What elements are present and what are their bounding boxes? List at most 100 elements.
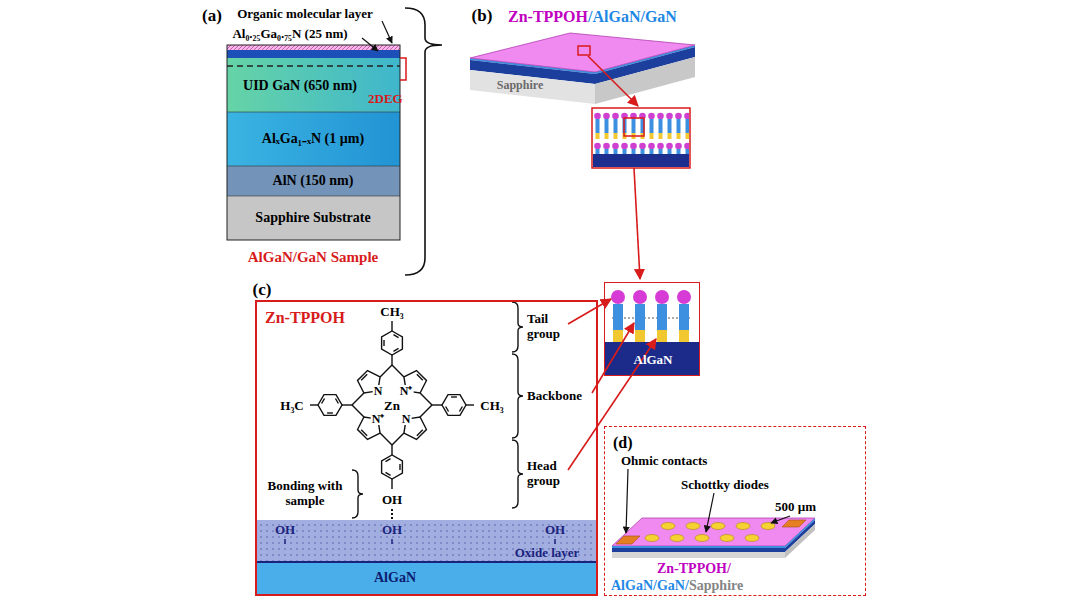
porphyrin-structure: [391, 355, 392, 365]
device-illustration: [761, 523, 775, 530]
layer-stack: [227, 112, 400, 113]
group-brace: [512, 354, 523, 438]
porphyrin-structure: [393, 348, 398, 351]
surface-hydroxyl: OH: [545, 523, 565, 538]
zoom-array: [592, 108, 690, 279]
zoom-pillars: [633, 290, 647, 304]
device-illustration: [626, 469, 628, 533]
panel-letter: (c): [253, 280, 272, 300]
wafer-illustration: [588, 56, 638, 106]
porphyrin-structure: [451, 396, 457, 397]
porphyrin-structure: [322, 398, 325, 403]
device-illustration: [616, 536, 640, 544]
zoom-array: [624, 118, 644, 136]
porphyrin-structure: [393, 335, 398, 338]
panel-letter: (a): [202, 6, 222, 26]
device-illustration: [645, 535, 659, 542]
porphyrin-structure: [391, 445, 392, 455]
surface-hydroxyl: OH: [275, 523, 295, 538]
surface-bands: [391, 539, 393, 544]
zoom-pillars: [613, 304, 623, 330]
zoom-monolayer: AlGaN: [604, 282, 700, 376]
group-label: Backbone: [527, 389, 582, 404]
atom-label: Zn: [383, 399, 401, 412]
porphyrin-structure: [380, 365, 392, 377]
zoom-pillars: [605, 290, 699, 375]
device-illustration: [745, 535, 759, 542]
wafer-illustration: [470, 70, 595, 104]
algan-layer: AlGaN: [257, 562, 596, 594]
group-label: Head group: [527, 459, 573, 489]
zoom-array: [593, 154, 689, 167]
atom-label: N⁺: [371, 413, 386, 425]
porphyrin-structure: [392, 433, 404, 445]
aln-layer: AlN (150 nm): [227, 166, 400, 196]
porphyrin-structure: [352, 405, 364, 417]
porphyrin-structure: [380, 433, 392, 445]
porphyrin-structure: [417, 374, 423, 380]
device-illustration: [670, 535, 684, 542]
device-illustration: [612, 518, 815, 546]
2deg-label: 2DEG: [368, 92, 403, 107]
layer-stack: [227, 65, 400, 67]
layer-stack: [227, 196, 400, 240]
device-illustration: [612, 546, 785, 548]
layer-label: AlGaN: [634, 353, 673, 368]
layer-label: AlGaN: [374, 570, 416, 586]
surface-bands: [257, 520, 596, 562]
layer-label: AlₓGa₁₋ₓN (1 µm): [262, 131, 364, 147]
bonding-label: Bonding with sample: [259, 479, 351, 509]
device-illustration: [612, 552, 785, 558]
porphyrin-structure: [361, 430, 367, 436]
porphyrin-structure: [446, 406, 449, 411]
device-label: (d): [613, 434, 633, 452]
layer-stack: [227, 166, 400, 196]
layer-callout: Organic molecular layer: [237, 7, 373, 22]
porphyrin-structure: [420, 393, 432, 405]
porphyrin-structure: [310, 321, 474, 489]
porphyrin-structure: [310, 404, 318, 405]
porphyrin-structure: [382, 331, 403, 355]
layer-stack: [227, 45, 400, 240]
layer-label: UID GaN (650 nm): [243, 78, 357, 94]
zoom-pillars: [657, 330, 667, 342]
porphyrin-structure: [392, 365, 404, 377]
porphyrin-structure: [420, 405, 432, 417]
surface-bands: [284, 539, 286, 544]
layer-stack: [227, 166, 400, 167]
wafer-illustration: [578, 46, 590, 55]
sapphire-substrate: Sapphire Substrate: [227, 196, 400, 240]
layer-stack: [227, 112, 400, 166]
porphyrin-structure: [399, 464, 400, 470]
porphyrin-structure: [382, 455, 403, 479]
pointer-arrow: [568, 299, 656, 470]
surface-bands: [554, 539, 556, 544]
zoom-pillars: [679, 330, 689, 342]
group-label: Tail group: [527, 312, 573, 342]
atom-label: CH₃: [479, 399, 504, 412]
atom-label: N: [401, 413, 412, 425]
surface-bands: [391, 509, 393, 521]
porphyrin-structure: [385, 472, 390, 475]
device-illustration: [771, 516, 790, 523]
group-brace: [512, 440, 523, 508]
device-illustration: [782, 520, 806, 527]
sample-caption: AlGaN/GaN Sample: [248, 249, 378, 266]
device-label: Zn-TPPOH/: [657, 561, 731, 577]
zoom-array: [634, 168, 640, 279]
zoom-array: [592, 108, 690, 168]
wafer-sample: Zn-TPPOH/AlGaN/GaNSapphire: [470, 4, 695, 104]
group-brace: [512, 302, 523, 352]
device-label: 500 µm: [775, 500, 816, 515]
porphyrin-structure: [391, 479, 392, 489]
device-label: AlGaN/GaN/: [611, 578, 689, 594]
layer-stack: [227, 21, 406, 240]
device-illustration: [720, 535, 734, 542]
algan-buffer-layer: AlₓGa₁₋ₓN (1 µm): [227, 112, 400, 166]
zoom-array: [593, 112, 689, 154]
wafer-illustration: [470, 33, 695, 106]
surface-hydroxyl: OH: [382, 523, 402, 538]
device-illustration: [695, 535, 709, 542]
layer-stack: [362, 38, 378, 51]
